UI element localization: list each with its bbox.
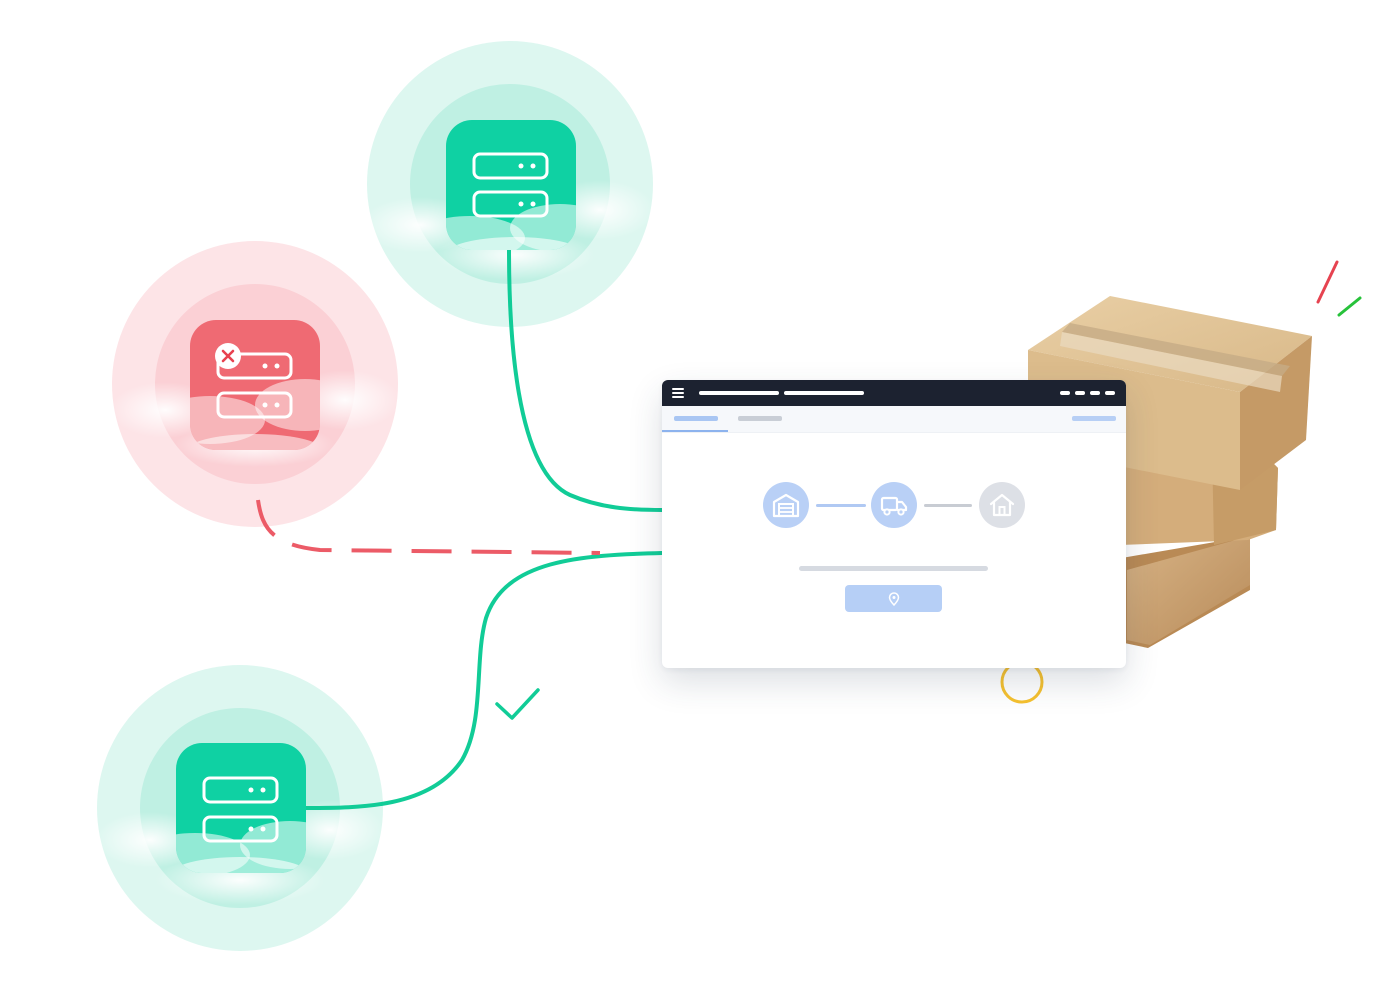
checkmark-icon: [495, 688, 540, 720]
tab-active-underline: [662, 430, 728, 432]
status-text-placeholder: [799, 566, 988, 571]
connector-bottom: [304, 551, 664, 810]
connector-failed: [256, 499, 601, 555]
tab-active[interactable]: [674, 416, 718, 421]
title-placeholder-secondary: [784, 391, 864, 395]
connector-top: [507, 248, 664, 512]
error-x-icon: [215, 343, 241, 369]
server-node-failed[interactable]: [155, 320, 355, 470]
warehouse-icon: [772, 493, 800, 518]
tab-strip: [662, 406, 1126, 433]
window-control[interactable]: [1060, 391, 1070, 395]
window-control[interactable]: [1105, 391, 1115, 395]
step-connector-complete: [816, 504, 866, 507]
truck-icon: [880, 496, 908, 516]
server-node-bottom[interactable]: [140, 743, 340, 893]
title-placeholder: [699, 391, 779, 395]
step-in-transit: [871, 482, 917, 528]
server-node-top[interactable]: [415, 120, 610, 273]
location-pin-icon: [888, 591, 899, 606]
window-control[interactable]: [1090, 391, 1100, 395]
tab-link-right[interactable]: [1072, 416, 1116, 421]
spark-red: [1316, 260, 1339, 304]
track-location-button[interactable]: [845, 585, 942, 612]
server-icon: [216, 352, 293, 419]
accent-ring: [1000, 660, 1044, 704]
step-connector-pending: [924, 504, 972, 507]
server-icon: [472, 152, 549, 218]
tracking-window: [662, 380, 1126, 668]
server-icon: [202, 776, 279, 843]
spark-green: [1337, 296, 1362, 317]
window-control[interactable]: [1075, 391, 1085, 395]
tab-inactive[interactable]: [738, 416, 782, 421]
window-topbar: [662, 380, 1126, 406]
step-warehouse: [763, 482, 809, 528]
package-boxes: [1028, 296, 1312, 648]
step-delivered: [979, 482, 1025, 528]
home-icon: [989, 493, 1015, 517]
hamburger-menu-icon[interactable]: [672, 388, 684, 398]
